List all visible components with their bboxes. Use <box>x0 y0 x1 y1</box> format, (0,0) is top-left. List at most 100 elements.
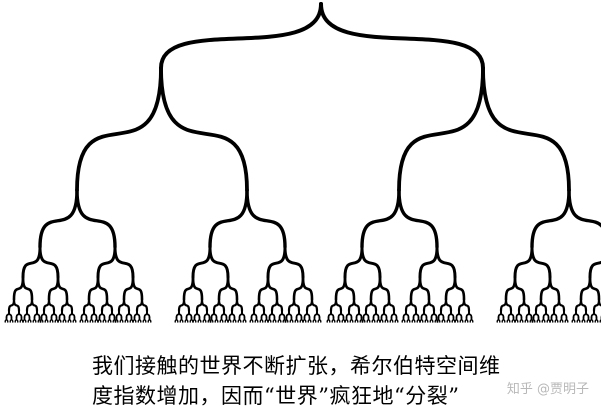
tree-branch-level-8-right <box>355 317 359 323</box>
tree-branch-level-4-left <box>191 245 212 279</box>
tree-branch-level-8-right <box>85 317 89 323</box>
tree-branch-level-8-right <box>108 317 112 323</box>
tree-branch-level-8-right <box>210 317 214 323</box>
tree-branch-level-5-right <box>301 275 314 301</box>
tree-branch-level-5-left <box>334 275 347 301</box>
tree-branch-level-7-right <box>306 310 311 319</box>
tree-branch-level-5-right <box>21 275 34 301</box>
tree-branch-level-7-right <box>298 310 303 319</box>
tree-branch-level-8-right <box>63 317 67 323</box>
tree-branch-level-5-right <box>418 275 431 301</box>
tree-branch-level-7-right <box>528 310 533 319</box>
tree-branch-level-8-right <box>362 317 366 323</box>
tree-branch-level-3-right <box>75 188 117 249</box>
tree-branch-level-5-left <box>292 275 305 301</box>
tree-branch-level-8-right <box>582 317 586 323</box>
tree-branch-level-8-right <box>595 317 599 323</box>
tree-branch-level-8-right <box>470 317 474 323</box>
tree-branch-level-6-right <box>275 297 284 313</box>
tree-branch-level-6-right <box>539 297 548 313</box>
tree-branch-level-8-right <box>120 317 124 323</box>
tree-branch-level-7-right <box>196 310 201 319</box>
tree-branch-level-7-right <box>450 310 455 319</box>
tree-branch-level-7-right <box>61 310 66 319</box>
tree-branch-level-4-left <box>588 260 601 279</box>
tree-branch-level-7-right <box>18 310 23 319</box>
tree-branch-level-4-right <box>208 245 230 279</box>
tree-branch-level-7-right <box>433 310 438 319</box>
tree-branch-level-1-right <box>319 2 485 70</box>
tree-branch-level-7-right <box>423 310 428 319</box>
tree-branch-level-4-right <box>283 245 305 279</box>
tree-branch-level-7-right <box>253 310 258 319</box>
tree-branch-level-4-left <box>418 245 439 279</box>
tree-branch-level-8-right <box>420 317 424 323</box>
tree-branch-level-3-right <box>397 188 439 249</box>
tree-branch-level-8-right <box>565 317 569 323</box>
tree-branch-level-7-right <box>43 310 48 319</box>
tree-branch-level-8-right <box>460 317 464 323</box>
tree-branch-level-6-right <box>217 297 226 313</box>
tree-branch-level-8-right <box>327 317 331 323</box>
tree-branch-level-8-right <box>180 317 184 323</box>
tree-branch-level-8-right <box>5 317 9 323</box>
tree-branch-level-6-right <box>30 297 39 313</box>
tree-branch-level-7-right <box>365 310 370 319</box>
caption-line-2: 度指数增加，因而“世界”疯狂地“分裂” <box>92 384 460 408</box>
tree-branch-level-4-left <box>96 245 117 279</box>
tree-branch-level-7-right <box>101 310 106 319</box>
tree-branch-level-6-right <box>12 297 21 313</box>
tree-branch-level-8-right <box>520 317 524 323</box>
tree-branch-level-6-right <box>122 297 131 313</box>
tree-branch-level-8-right <box>255 317 259 323</box>
tree-branch-level-8-right <box>228 317 232 323</box>
tree-branch-level-7-right <box>500 310 505 319</box>
tree-branch-level-8-right <box>193 317 197 323</box>
tree-branch-level-7-right <box>575 310 580 319</box>
tree-branch-level-6-right <box>105 297 114 313</box>
tree-branch-level-6-right <box>65 297 74 313</box>
tree-branch-level-8-right <box>303 317 307 323</box>
tree-branch-level-7-right <box>231 310 236 319</box>
tree-branch-level-7-right <box>93 310 98 319</box>
tree-branch-level-5-left <box>87 275 100 301</box>
tree-branch-level-5-right <box>378 275 391 301</box>
tree-branch-level-7-right <box>405 310 410 319</box>
tree-branch-level-6-right <box>257 297 266 313</box>
tree-branch-level-3-left <box>360 188 401 249</box>
tree-branch-level-7-right <box>271 310 276 319</box>
tree-branch-level-7-right <box>415 310 420 319</box>
tree-branch-level-7-right <box>553 310 558 319</box>
tree-branch-level-8-right <box>40 317 44 323</box>
tree-branch-level-8-right <box>185 317 189 323</box>
tree-branch-level-8-right <box>80 317 84 323</box>
tree-branch-level-8-right <box>23 317 27 323</box>
tree-branch-level-8-right <box>58 317 62 323</box>
tree-branch-level-7-right <box>71 310 76 319</box>
tree-branch-level-6-right <box>352 297 361 313</box>
tree-branch-level-8-right <box>412 317 416 323</box>
tree-branch-level-8-right <box>430 317 434 323</box>
tree-branch-level-8-right <box>345 317 349 323</box>
tree-branch-level-8-right <box>215 317 219 323</box>
tree-branch-level-7-right <box>223 310 228 319</box>
tree-branch-level-5-right <box>513 275 526 301</box>
tree-branch-level-8-right <box>425 317 429 323</box>
tree-branch-level-7-right <box>206 310 211 319</box>
tree-branch-level-8-right <box>380 317 384 323</box>
tree-branch-level-7-right <box>128 310 133 319</box>
tree-branch-level-6-right <box>182 297 191 313</box>
tree-branch-level-3-left <box>530 188 571 249</box>
tree-branch-level-7-right <box>518 310 523 319</box>
tree-branch-level-7-right <box>288 310 293 319</box>
tree-branch-level-8-right <box>268 317 272 323</box>
tree-branch-level-8-right <box>337 317 341 323</box>
tree-branch-level-5-right <box>96 275 109 301</box>
tree-branch-level-8-right <box>250 317 254 323</box>
tree-branch-level-8-right <box>243 317 247 323</box>
tree-branch-level-6-right <box>522 297 531 313</box>
tree-branch-level-7-right <box>188 310 193 319</box>
tree-branch-level-4-left <box>513 245 534 279</box>
tree-branch-level-6-right <box>462 297 471 313</box>
tree-branch-level-7-right <box>358 310 363 319</box>
